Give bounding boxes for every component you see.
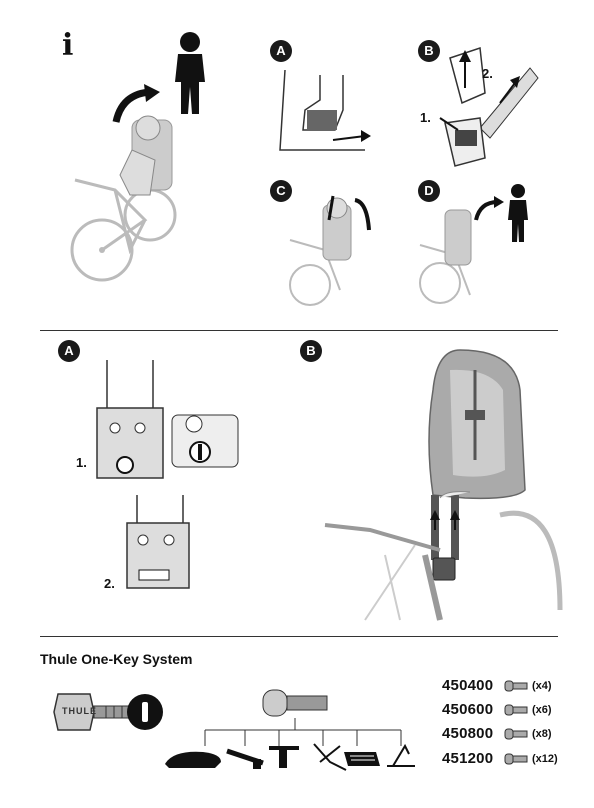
section-divider-bottom	[40, 636, 558, 637]
onekey-title: Thule One-Key System	[40, 651, 193, 667]
lock-panel-a-badge: A	[58, 340, 80, 362]
towbar-carrier-icon	[387, 743, 415, 767]
panel-a-badge: A	[270, 40, 292, 62]
child-in-seat-illustration	[289, 195, 371, 306]
lock-cylinder-3-icon	[504, 728, 528, 740]
lock-cylinder-icon	[262, 689, 328, 717]
part-number-1: 450400	[442, 677, 494, 694]
lock-step-2-label: 2.	[104, 576, 115, 591]
mount-panel-b-badge: B	[300, 340, 322, 362]
buckle-release-illustration	[439, 46, 539, 167]
lock-cylinder-4-icon	[504, 753, 528, 765]
lock-bracket-illustration-2	[126, 495, 190, 589]
part-qty-1: (x4)	[532, 680, 552, 692]
child-silhouette-small-icon	[508, 184, 528, 242]
info-icon: i	[62, 28, 74, 63]
buckle-step-2-label: 2.	[482, 66, 493, 81]
part-qty-2: (x6)	[532, 704, 552, 716]
compatibility-tree-lines	[204, 718, 402, 746]
bike-rack-icon	[226, 748, 264, 769]
panel-b-badge: B	[418, 40, 440, 62]
part-qty-3: (x8)	[532, 728, 552, 740]
key-brand-label: THULE	[62, 706, 97, 716]
lock-detail-illustration	[171, 414, 239, 468]
child-silhouette-icon	[175, 32, 205, 114]
panel-c-badge: C	[270, 180, 292, 202]
lock-step-1-label: 1.	[76, 455, 87, 470]
foot-strap-illustration	[279, 69, 371, 151]
seat-mount-illustration	[324, 349, 563, 621]
key-lock-icon	[53, 693, 163, 731]
ski-carrier-icon	[313, 743, 347, 771]
part-number-4: 451200	[442, 750, 494, 767]
roof-bar-foot-icon	[269, 746, 299, 768]
arrow-right-icon	[474, 196, 504, 221]
lock-cylinder-1-icon	[504, 680, 528, 692]
part-number-3: 450800	[442, 725, 494, 742]
lock-bracket-illustration-1	[96, 360, 164, 479]
part-number-2: 450600	[442, 701, 494, 718]
child-leaving-seat-illustration	[419, 209, 472, 304]
lock-cylinder-2-icon	[504, 704, 528, 716]
load-carrier-icon	[344, 752, 380, 766]
section-divider-top	[40, 330, 558, 331]
panel-d-badge: D	[418, 180, 440, 202]
bike-with-seat-illustration	[70, 115, 177, 282]
roof-box-icon	[165, 751, 221, 768]
part-qty-4: (x12)	[532, 753, 558, 765]
buckle-step-1-label: 1.	[420, 110, 431, 125]
curved-arrow-icon	[112, 84, 160, 123]
